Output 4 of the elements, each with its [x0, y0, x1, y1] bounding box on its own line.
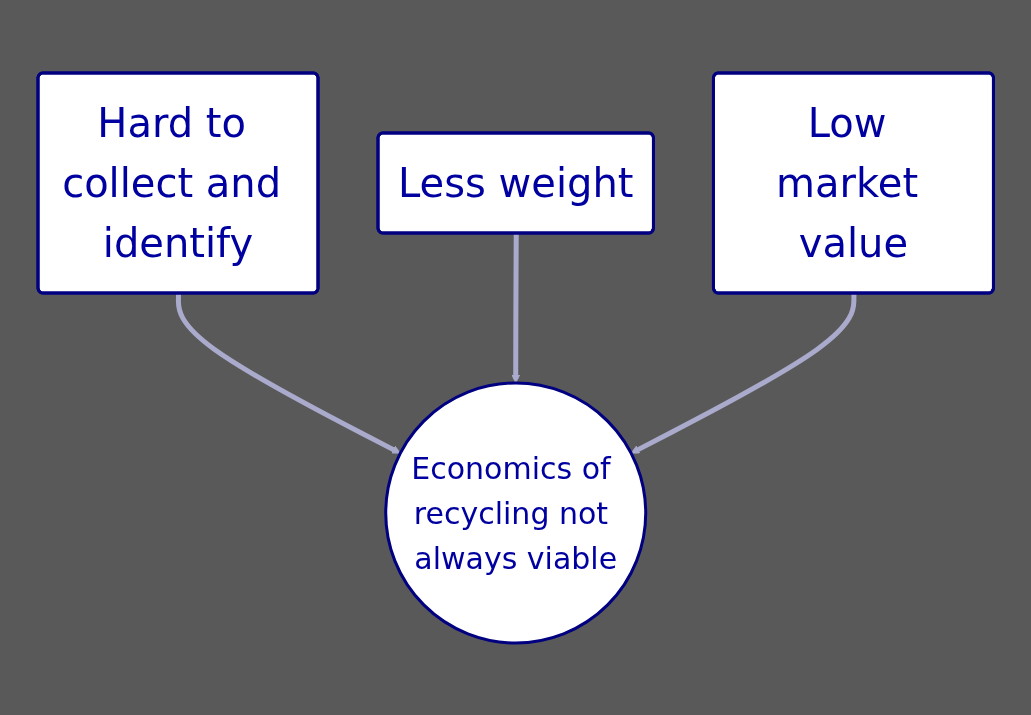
arrow [175, 292, 401, 454]
arrow [511, 233, 520, 383]
node-circle: Economics of recycling not always viable [384, 381, 647, 644]
arrow [630, 292, 857, 454]
